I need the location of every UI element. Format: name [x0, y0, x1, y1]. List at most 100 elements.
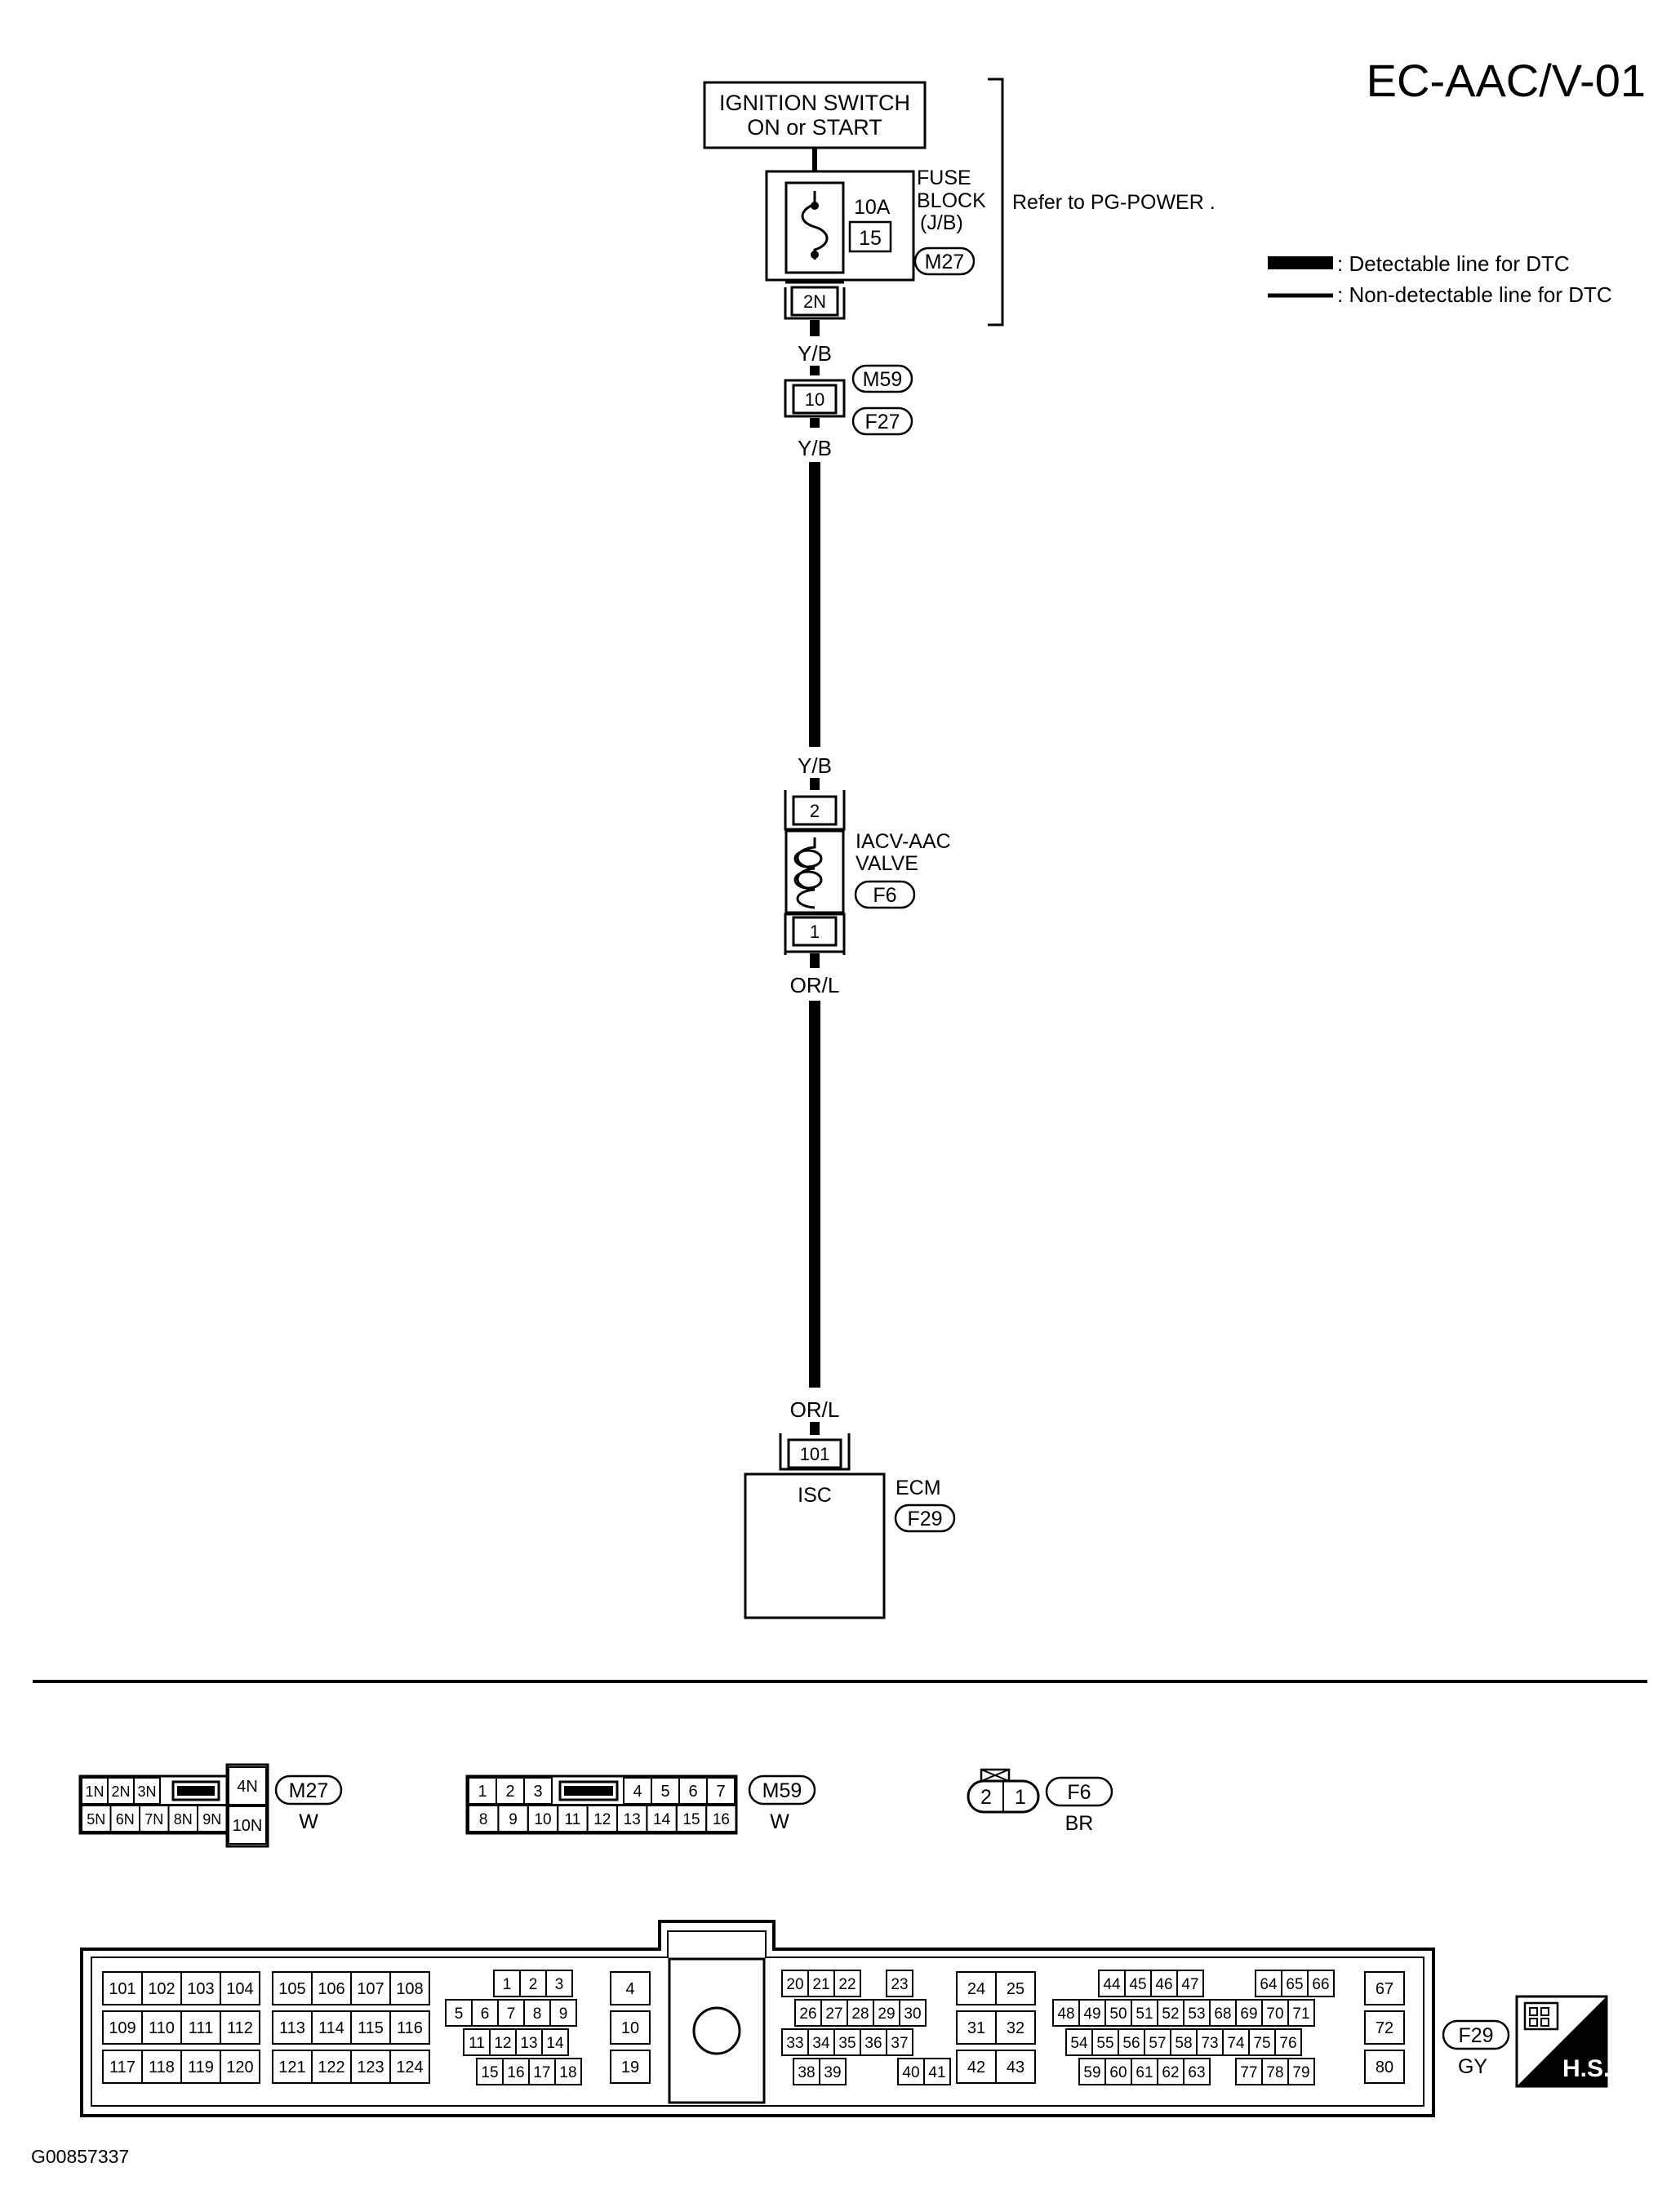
pin-label: 117 — [109, 2059, 136, 2076]
pin-label: 121 — [278, 2059, 305, 2076]
valve-connector-id: F6 — [873, 884, 896, 907]
pin-label: 2 — [505, 1783, 514, 1801]
pin-label: 12 — [593, 1811, 611, 1828]
pin-label: 14 — [653, 1811, 671, 1828]
pin-label: 54 — [1070, 2035, 1088, 2052]
joint-terminal: 10 — [805, 389, 824, 410]
pin-label: 104 — [226, 1980, 253, 1998]
pin-cell — [995, 1971, 1036, 2005]
pin-label: 101 — [109, 1980, 136, 1998]
joint-connector: 10 M59 F27 — [784, 364, 913, 436]
pin-label: 41 — [928, 2064, 945, 2081]
pin-label: 110 — [149, 2019, 175, 2037]
pin-label: 18 — [559, 2064, 576, 2081]
pin-label: 111 — [189, 2019, 213, 2037]
pin-label: 73 — [1201, 2035, 1218, 2052]
fuse-number: 15 — [859, 227, 882, 250]
pin-cell — [389, 2050, 430, 2084]
ignition-switch: IGNITION SWITCH ON or START — [703, 81, 927, 149]
pin-label: 40 — [902, 2064, 919, 2081]
pin-label: 2N — [111, 1783, 130, 1800]
m27-connector-color: W — [299, 1810, 318, 1833]
pin-cell — [541, 2028, 569, 2056]
pin-label: 52 — [1162, 2005, 1179, 2023]
pin-label: 78 — [1266, 2064, 1283, 2081]
pin-label: 24 — [967, 1980, 985, 1998]
pin-label: 34 — [812, 2035, 830, 2052]
pin-label: 33 — [786, 2035, 803, 2052]
pin-label: 66 — [1312, 1976, 1329, 1993]
pin-cell — [610, 2050, 651, 2084]
pin-label: 35 — [838, 2035, 856, 2052]
pin-label: 12 — [494, 2035, 511, 2052]
pin-label: 62 — [1162, 2064, 1179, 2081]
pin-label: 74 — [1227, 2035, 1245, 2052]
pin-label: 1N — [85, 1783, 104, 1800]
pin-label: 103 — [187, 1980, 214, 1998]
pin-cell — [523, 1777, 553, 1805]
fuse-connector-id: M27 — [925, 251, 965, 273]
legend: : Detectable line for DTC : Non-detectab… — [1268, 251, 1612, 307]
pin-label: 77 — [1240, 2064, 1257, 2081]
pin-label: 3N — [137, 1783, 156, 1800]
pin-label: 56 — [1122, 2035, 1140, 2052]
pin-label: 120 — [226, 2059, 253, 2076]
pin-label: 67 — [1376, 1980, 1393, 1998]
pin-label: 61 — [1136, 2064, 1153, 2081]
pin-cell — [545, 1970, 573, 1997]
pin-cell — [833, 1970, 861, 1997]
pin-cell — [923, 2058, 951, 2085]
pin-label: 5 — [455, 2005, 464, 2023]
fuse-icon — [801, 191, 829, 260]
lock-tab-icon — [171, 1780, 220, 1801]
ecm-signal-name: ISC — [798, 1484, 832, 1507]
pin-cell — [819, 2058, 847, 2085]
pin-label: 53 — [1188, 2005, 1205, 2023]
pin-cell — [1176, 1970, 1204, 1997]
legend-detectable-label: : Detectable line for DTC — [1337, 251, 1570, 276]
pin-label: 5 — [660, 1783, 669, 1801]
pin-label: 122 — [318, 2059, 344, 2076]
pin-label: 50 — [1109, 2005, 1127, 2023]
pin-label: 19 — [621, 2059, 639, 2076]
wire-label-yb-2: Y/B — [798, 436, 832, 460]
pin-label: 48 — [1057, 2005, 1074, 2023]
fuse-rating: 10A — [854, 196, 891, 219]
valve-name-2: VALVE — [856, 852, 918, 875]
valve-terminal-top: 2 — [810, 801, 820, 821]
pin-cell — [610, 2010, 651, 2045]
pin-label: 29 — [878, 2005, 895, 2023]
pin-label: 43 — [1007, 2059, 1024, 2076]
ecm-name: ECM — [896, 1477, 941, 1499]
pin-label: 31 — [967, 2019, 985, 2037]
legend-non-detectable-label: : Non-detectable line for DTC — [1337, 282, 1612, 307]
pin-label: 7N — [144, 1811, 163, 1828]
pin-label: 71 — [1292, 2005, 1309, 2023]
pin-label: 13 — [624, 1811, 641, 1828]
pin-label: 76 — [1279, 2035, 1296, 2052]
hs-badge-label: H.S. — [1562, 2055, 1610, 2082]
refer-note: Refer to PG-POWER . — [1012, 191, 1216, 214]
pin-cell — [133, 1777, 161, 1805]
m59-connector-color: W — [770, 1810, 789, 1833]
pin-label: 58 — [1175, 2035, 1192, 2052]
ecm-terminal: 101 — [800, 1444, 830, 1464]
pin-cell — [1364, 2050, 1405, 2084]
hs-badge: H.S. — [1515, 1995, 1610, 2088]
wire-label-yb-1: Y/B — [798, 341, 832, 366]
pin-label: 21 — [812, 1976, 829, 1993]
wire-label-yb-3: Y/B — [798, 753, 832, 778]
pin-cell — [1183, 2058, 1211, 2085]
pin-label: 63 — [1188, 2064, 1205, 2081]
pin-label: 60 — [1109, 2064, 1127, 2081]
pin-label: 11 — [469, 2035, 485, 2052]
coil-icon — [796, 837, 816, 909]
pin-label: 28 — [851, 2005, 869, 2023]
pin-label: 123 — [357, 2059, 384, 2076]
fuse-block-name-3: (J/B) — [920, 211, 963, 234]
f29-center-hole — [692, 2006, 741, 2055]
pin-label: 114 — [318, 2019, 344, 2037]
fuse-block-name-2: BLOCK — [917, 189, 986, 212]
